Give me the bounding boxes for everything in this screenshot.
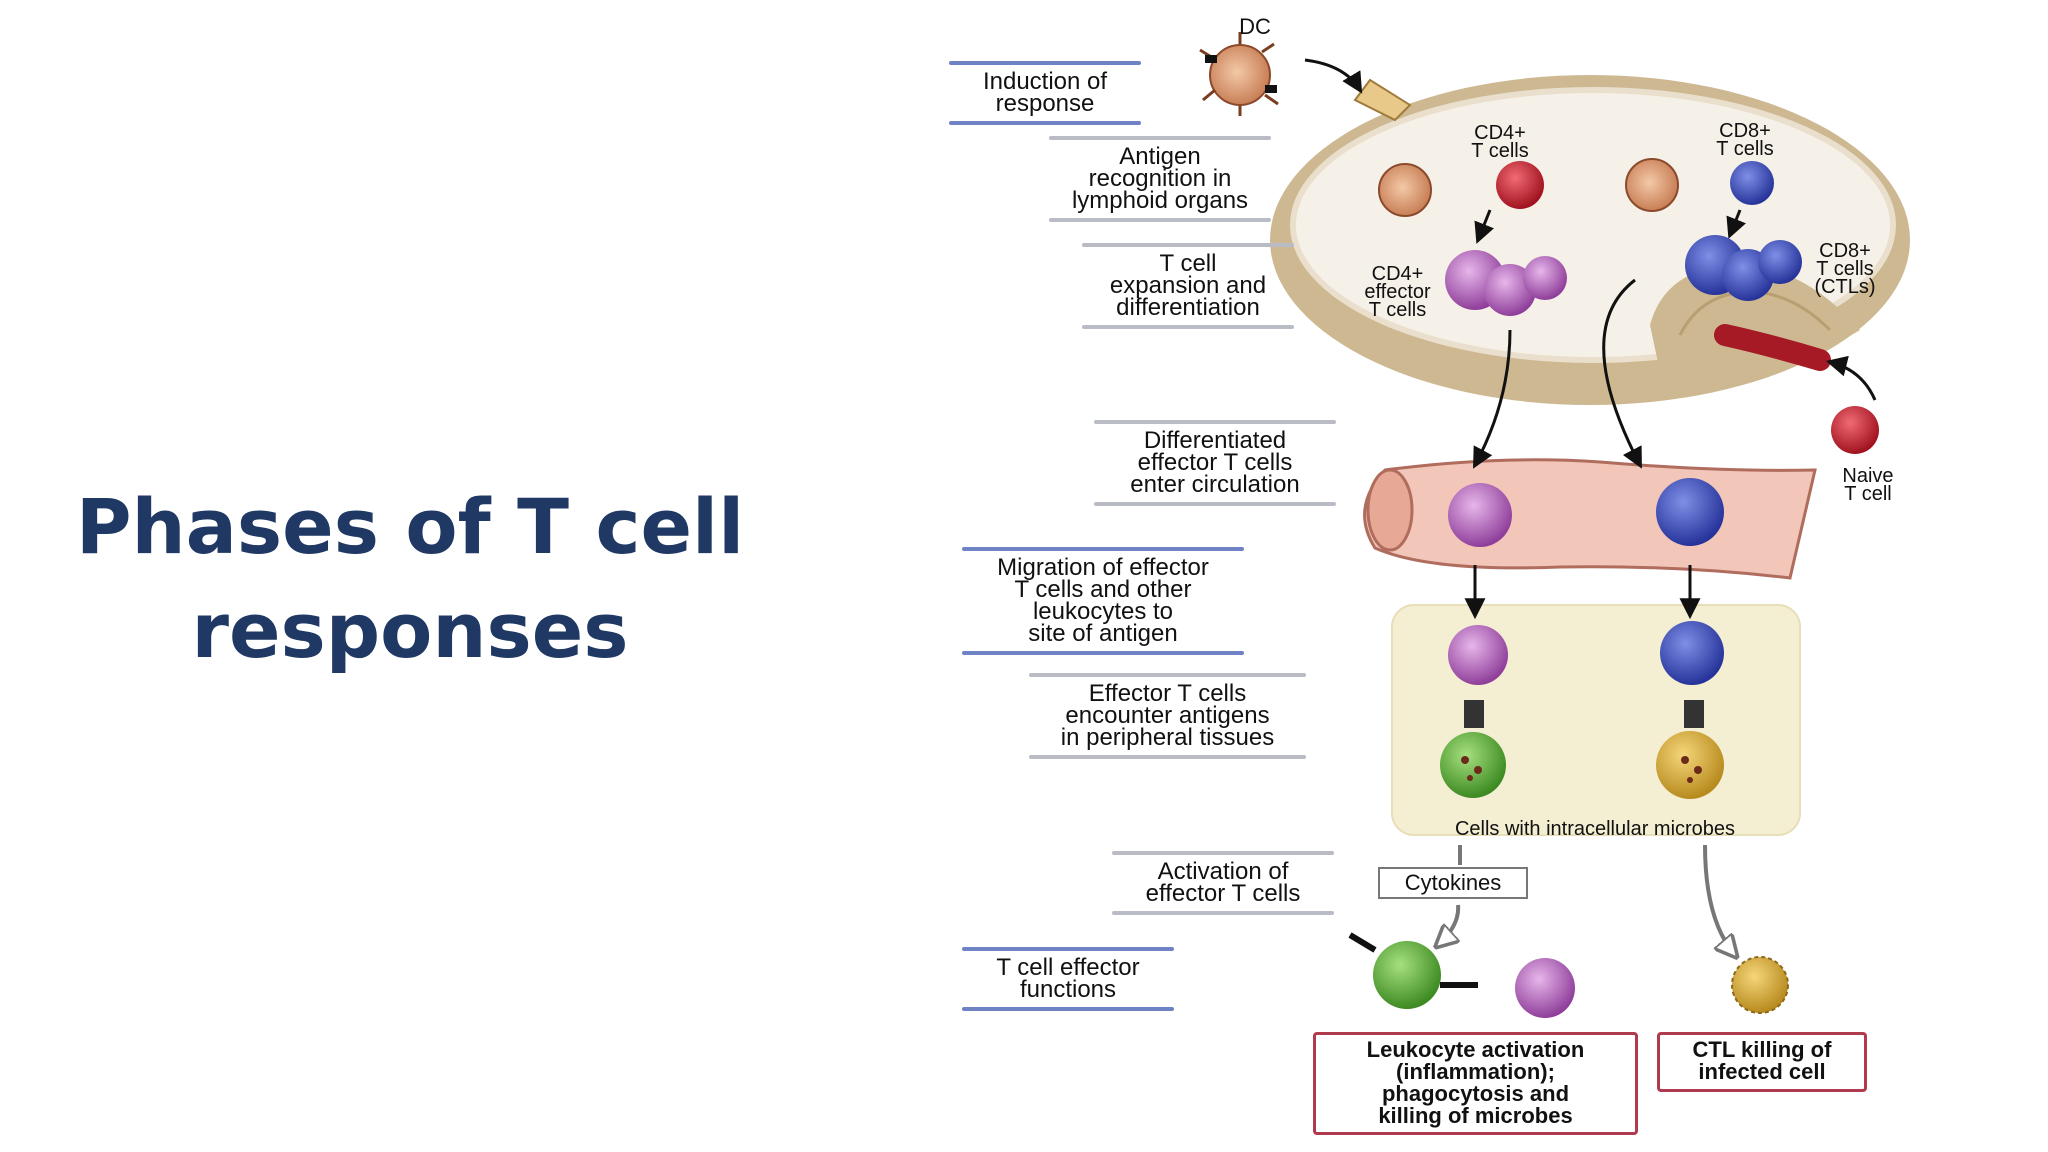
cd8-t-cell	[1730, 161, 1774, 205]
cd4-expansion-arrow	[1474, 209, 1494, 244]
outcome-ctl-killing: CTL killing of infected cell	[1657, 1032, 1867, 1092]
cd8-ctl-in-blood	[1656, 478, 1724, 546]
cd4-t-cell	[1496, 161, 1544, 209]
label-naive-t-cell: Naive T cell	[1842, 465, 1894, 505]
macrophage-receptor	[1348, 932, 1478, 988]
outcome-leukocyte-activation: Leukocyte activation (inflammation); pha…	[1313, 1032, 1638, 1135]
step-activation: Activation of effector T cells	[1112, 851, 1334, 915]
label-cytokines: Cytokines	[1378, 867, 1528, 899]
infected-target-cell	[1656, 731, 1724, 799]
step-encounter: Effector T cells encounter antigens in p…	[1029, 673, 1306, 759]
cd4-effector-cluster	[1445, 250, 1567, 316]
label-intracellular-microbes: Cells with intracellular microbes	[1454, 818, 1736, 840]
activated-macrophage	[1373, 941, 1441, 1009]
label-cd4-effector: CD4+ effector T cells	[1364, 263, 1431, 321]
label-cd8-ctls: CD8+ T cells (CTLs)	[1814, 240, 1876, 298]
label-dc: DC	[1239, 14, 1271, 39]
cd4-effector-in-tissue	[1448, 625, 1508, 685]
cd8-expansion-arrow	[1726, 209, 1746, 239]
cd8-ctl-cluster	[1685, 235, 1802, 301]
cd8-to-circulation-arrow	[1602, 278, 1642, 469]
step-effector-functions: T cell effector functions	[962, 947, 1174, 1011]
ctl-killing-arrow	[1703, 844, 1735, 955]
cd4-effector-in-blood	[1448, 483, 1512, 547]
infected-macrophage	[1440, 732, 1506, 798]
cd4-tcr-contact	[1464, 700, 1484, 728]
slide-title: Phases of T cell responses	[75, 482, 745, 675]
cd8-tcr-contact	[1684, 700, 1704, 728]
cd8-ctl-in-tissue	[1660, 621, 1724, 685]
dendritic-cell	[1199, 32, 1279, 116]
neutrophil	[1515, 958, 1575, 1018]
cd4-to-circulation-arrow	[1473, 329, 1512, 469]
step-migration: Migration of effector T cells and other …	[962, 547, 1244, 655]
step-expansion: T cell expansion and differentiation	[1082, 243, 1294, 329]
afferent-vessel	[1714, 324, 1831, 371]
lymph-node-dcs	[1378, 158, 1679, 217]
intracellular-microbes	[1461, 756, 1702, 783]
step-antigen-recognition: Antigen recognition in lymphoid organs	[1049, 136, 1271, 222]
blood-vessel	[1363, 458, 1817, 580]
label-cd4-t-cells: CD4+ T cells	[1471, 122, 1529, 162]
killed-infected-cell	[1731, 956, 1789, 1014]
naive-cell-arrow	[1825, 355, 1877, 401]
cytokine-arrow	[1438, 845, 1462, 945]
dc-arrow	[1304, 58, 1363, 94]
step-circulation: Differentiated effector T cells enter ci…	[1094, 420, 1336, 506]
naive-t-cell	[1831, 406, 1879, 454]
label-cd8-t-cells: CD8+ T cells	[1716, 120, 1774, 160]
step-induction: Induction of response	[949, 61, 1141, 125]
